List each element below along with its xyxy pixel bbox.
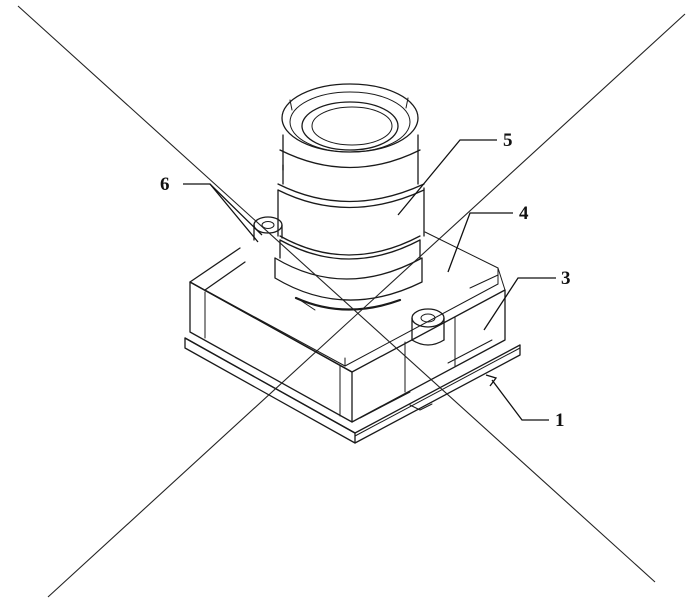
base-plate — [184, 337, 521, 444]
callout-label-6: 6 — [160, 174, 170, 195]
top-plate — [189, 231, 506, 373]
callout-label-3: 3 — [561, 268, 571, 289]
cross-out — [17, 5, 686, 598]
housing-block — [189, 281, 506, 423]
callout-label-4: 4 — [519, 203, 529, 224]
callout-label-5: 5 — [503, 130, 513, 151]
leaders — [183, 139, 556, 421]
lens-barrel — [274, 83, 425, 311]
callout-label-1: 1 — [555, 410, 565, 431]
screw-right — [411, 308, 445, 346]
screw-left — [253, 216, 283, 241]
